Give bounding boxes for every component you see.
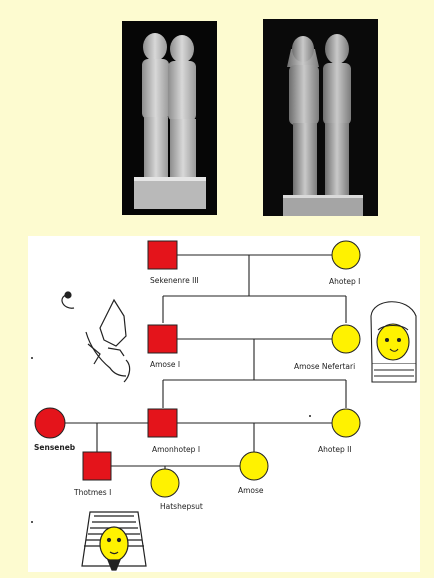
pedigree-chart: Sekenenre III Ahotep I Amose I Amose Nef… bbox=[28, 236, 420, 572]
margin-dot bbox=[31, 521, 33, 523]
label-amonhotep1: Amonhotep I bbox=[152, 445, 200, 454]
male-symbol-thotmes1 bbox=[83, 452, 111, 480]
label-amose: Amose bbox=[238, 486, 264, 495]
pedigree-svg: Sekenenre III Ahotep I Amose I Amose Nef… bbox=[28, 236, 420, 572]
statue-photo-left bbox=[122, 21, 217, 215]
margin-dot bbox=[309, 415, 311, 417]
female-symbol-senseneb bbox=[35, 408, 65, 438]
statue-photo-right bbox=[263, 19, 378, 216]
label-sekenenre: Sekenenre III bbox=[150, 276, 199, 285]
label-thotmes1: Thotmes I bbox=[73, 488, 111, 497]
margin-dot bbox=[31, 357, 33, 359]
female-symbol-ahotep2 bbox=[332, 409, 360, 437]
pharaoh-portrait-icon bbox=[82, 512, 146, 570]
female-symbol-hatshepsut bbox=[151, 469, 179, 497]
male-symbol-amonhotep1 bbox=[148, 409, 177, 437]
female-symbol-amose bbox=[240, 452, 268, 480]
male-symbol-amose1 bbox=[148, 325, 177, 353]
label-senseneb: Senseneb bbox=[34, 443, 76, 452]
label-hatshepsut: Hatshepsut bbox=[160, 502, 203, 511]
queen-portrait-icon bbox=[371, 302, 416, 382]
label-ahotep2: Ahotep II bbox=[318, 445, 352, 454]
female-symbol-ahotep1 bbox=[332, 241, 360, 269]
female-symbol-amose-nefertari bbox=[332, 325, 360, 353]
label-ahotep1: Ahotep I bbox=[329, 277, 360, 286]
label-amose-nefertari: Amose Nefertari bbox=[294, 362, 355, 371]
label-amose1: Amose I bbox=[150, 360, 180, 369]
male-symbol-sekenenre bbox=[148, 241, 177, 269]
